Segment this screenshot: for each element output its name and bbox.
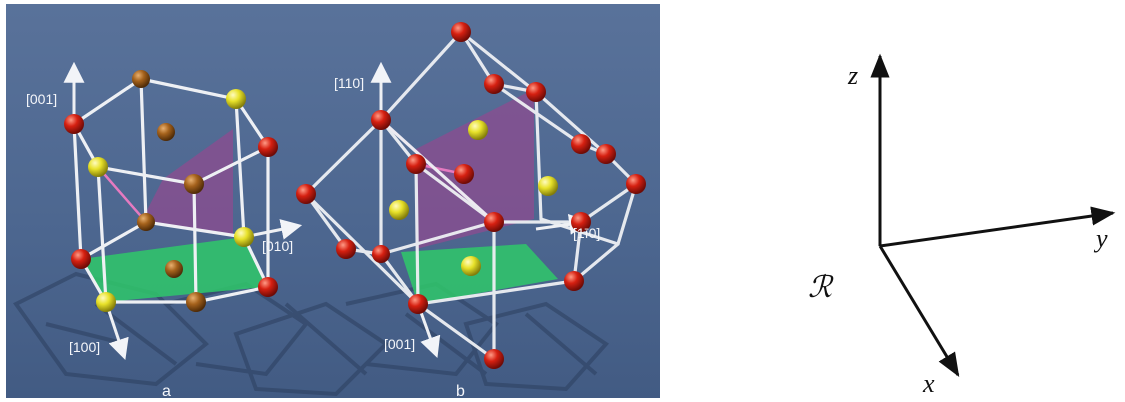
direction-label-b-right: [1ī0] <box>573 225 600 241</box>
direction-label-a-up: [001] <box>26 91 57 107</box>
y-axis <box>879 206 1116 248</box>
z-axis-label: z <box>847 61 858 90</box>
reference-frame-diagram: z y x ℛ <box>770 0 1125 402</box>
crystal-structure-render: [001] [010] [100] a <box>6 4 660 398</box>
frame-name-label: ℛ <box>808 271 834 304</box>
green-plane-b <box>401 244 558 304</box>
subfigure-label-a: a <box>162 383 171 398</box>
direction-label-b-front: [001] <box>384 336 415 352</box>
atoms-a <box>64 70 278 312</box>
atoms-b <box>296 22 646 369</box>
direction-label-a-front: [100] <box>69 339 100 355</box>
hexagonal-cell-a: [001] [010] [100] a <box>26 61 303 398</box>
x-axis-label: x <box>922 369 935 398</box>
reference-frame-canvas: z y x ℛ <box>808 53 1116 398</box>
purple-plane-b <box>416 89 534 249</box>
crystal-structure-canvas: [001] [010] [100] a <box>13 22 646 398</box>
direction-label-a-right: [010] <box>262 238 293 254</box>
y-axis-label: y <box>1093 224 1108 253</box>
direction-label-b-up: [110] <box>334 75 364 91</box>
cubic-cell-b: [110] [1ī0] [001] b <box>296 22 646 398</box>
subfigure-label-b: b <box>456 383 465 398</box>
x-axis <box>878 245 960 378</box>
